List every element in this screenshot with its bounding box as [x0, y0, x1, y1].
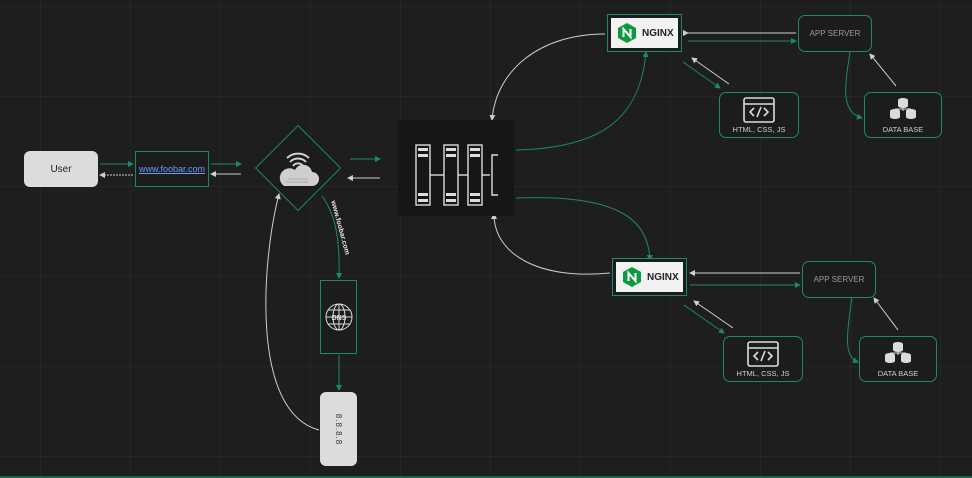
- static-files-top: HTML, CSS, JS: [719, 92, 799, 138]
- bottom-border: [0, 476, 972, 478]
- url-node: www.foobar.com: [135, 151, 209, 187]
- nginx-logo-icon: [618, 23, 636, 43]
- database-top-label: DATA BASE: [882, 125, 924, 134]
- database-icon: [885, 342, 911, 363]
- app-server-bottom-label: APP SERVER: [813, 275, 865, 284]
- database-icon: [890, 98, 916, 119]
- user-node: User: [24, 151, 98, 187]
- nginx-logo-icon: [623, 267, 641, 287]
- ip-address-label: 8.8.8.8: [334, 413, 343, 445]
- code-window-icon: [743, 97, 775, 123]
- cloud-icon: [279, 164, 319, 186]
- nginx-server-bottom: NGINX: [612, 258, 687, 296]
- nginx-bottom-label: NGINX: [647, 271, 679, 283]
- dns-globe-icon: DNS: [325, 303, 352, 331]
- svg-text:DNS: DNS: [331, 315, 346, 322]
- user-label: User: [50, 163, 72, 175]
- app-server-top: APP SERVER: [798, 15, 872, 52]
- internet-cloud-node: [254, 124, 342, 212]
- load-balancer-node: [398, 120, 514, 216]
- server-rack-icon: [415, 144, 498, 206]
- app-server-bottom: APP SERVER: [802, 261, 876, 298]
- url-link[interactable]: www.foobar.com: [138, 164, 206, 174]
- code-window-icon: [747, 341, 779, 367]
- nginx-top-label: NGINX: [642, 27, 674, 39]
- static-files-top-label: HTML, CSS, JS: [732, 125, 786, 134]
- static-files-bottom-label: HTML, CSS, JS: [736, 369, 790, 378]
- database-bottom: DATA BASE: [859, 336, 937, 382]
- static-files-bottom: HTML, CSS, JS: [723, 336, 803, 382]
- ip-address-node: 8.8.8.8: [320, 392, 357, 466]
- app-server-top-label: APP SERVER: [809, 29, 861, 38]
- dns-node: DNS: [320, 280, 357, 354]
- database-top: DATA BASE: [864, 92, 942, 138]
- nginx-server-top: NGINX: [607, 14, 682, 52]
- database-bottom-label: DATA BASE: [877, 369, 919, 378]
